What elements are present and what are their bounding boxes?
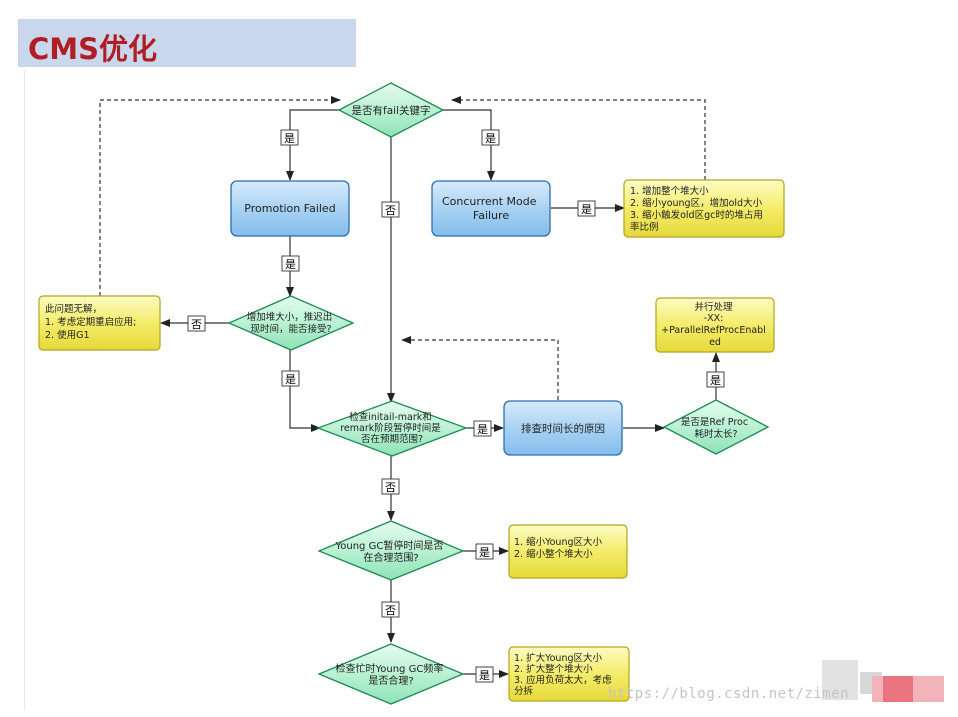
- svg-text:1. 扩大Young区大小 2. 扩大整个堆大小: 1. 扩大Young区大小 2. 扩大整个堆大小 3. 应用负荷太大，考虑 分拆: [514, 652, 615, 697]
- edge-note-loop: [451, 96, 706, 180]
- svg-text:1. 增加整个堆大小 2. 缩小young区，增: 1. 增加整个堆大小 2. 缩小young区，增加old大小 3. 缩小触发ol…: [630, 185, 766, 233]
- node-note-parallel: 并行处理 -XX: +ParallelRefProcEnabl ed: [655, 297, 775, 353]
- svg-text:Promotion Failed: Promotion Failed: [244, 202, 335, 215]
- label-no-3: 否: [381, 478, 400, 495]
- node-promotion-failed: Promotion Failed: [230, 180, 350, 237]
- label-yes-1: 是: [280, 129, 299, 146]
- svg-text:并行处理 -XX: +Paralle: 并行处理 -XX: +ParallelRefProcEnabl ed: [661, 301, 769, 348]
- svg-text:此问题无解， 1. 考虑定期重启应用;: 此问题无解， 1. 考虑定期重启应用; 2. 使用G1: [45, 303, 139, 341]
- svg-text:Concurrent Mode Failure: Concurrent Mode Failure: [442, 195, 540, 222]
- edge-fail-to-concurrent: [439, 109, 495, 181]
- left-rule: [24, 70, 25, 710]
- page-title: CMS优化: [28, 32, 158, 66]
- svg-text:否: 否: [385, 481, 396, 494]
- svg-text:是: 是: [285, 258, 296, 271]
- svg-text:是: 是: [284, 132, 295, 145]
- svg-text:是: 是: [485, 132, 496, 145]
- node-note-young-pause: 1. 缩小Young区大小 2. 缩小整个堆大小: [508, 524, 628, 579]
- svg-text:是否是Ref Proc 耗时太长?: 是否是Ref Proc 耗时太长?: [681, 417, 751, 440]
- node-q-young-freq: 检查忙时Young GC频率 是否合理?: [317, 643, 465, 705]
- svg-text:是否有fail关键字: 是否有fail关键字: [352, 104, 431, 117]
- label-no-2: 否: [187, 315, 206, 332]
- svg-text:是: 是: [710, 374, 721, 387]
- svg-text:是: 是: [581, 203, 592, 216]
- node-q-young-pause: Young GC暂停时间是否 在合理范围?: [317, 520, 465, 581]
- node-q-increase-heap: 增加堆大小，推迟出 现时间，能否接受?: [227, 295, 355, 351]
- svg-text:是: 是: [477, 423, 488, 436]
- label-yes-9: 是: [475, 666, 494, 683]
- svg-text:检查initail-mark和 remark阶段: 检查initail-mark和 remark阶段暂停时间是 否在预期范围?: [340, 411, 444, 445]
- svg-text:否: 否: [385, 204, 396, 217]
- label-yes-4: 是: [281, 255, 300, 272]
- svg-text:是: 是: [479, 546, 490, 559]
- watermark-blob-1: [822, 660, 858, 700]
- svg-text:Young GC暂停时间是否 在合理范围?: Young GC暂停时间是否 在合理范围?: [334, 539, 446, 564]
- label-yes-6: 是: [706, 371, 725, 388]
- edge-fail-to-promotion: [286, 109, 343, 181]
- svg-text:1. 缩小Young区大小 2. 缩小整个堆大小: 1. 缩小Young区大小 2. 缩小整个堆大小: [514, 536, 605, 560]
- label-yes-5: 是: [281, 370, 300, 387]
- svg-text:是: 是: [479, 669, 490, 682]
- node-note-unsolvable: 此问题无解， 1. 考虑定期重启应用; 2. 使用G1: [38, 295, 161, 351]
- label-yes-7: 是: [473, 420, 492, 437]
- label-no-1: 否: [381, 201, 400, 218]
- svg-text:是: 是: [285, 373, 296, 386]
- svg-text:排查时间长的原因: 排查时间长的原因: [521, 422, 605, 435]
- node-investigate: 排查时间长的原因: [503, 400, 623, 456]
- title-banner: CMS优化: [18, 19, 356, 67]
- watermark-blob-4: [883, 676, 913, 702]
- node-q-remark: 检查initail-mark和 remark阶段暂停时间是 否在预期范围?: [316, 400, 468, 457]
- svg-text:增加堆大小，推迟出 现时间，能否接受?: 增加堆大小，推迟出 现时间，能否接受?: [247, 311, 336, 335]
- edge-label-group: 是 是 否 是 是 否 是 是 是 否 是 否 是: [187, 129, 725, 683]
- svg-text:否: 否: [385, 604, 396, 617]
- node-q-fail: 是否有fail关键字: [337, 82, 445, 138]
- edge-investigate-loop: [401, 336, 559, 400]
- label-yes-2: 是: [481, 129, 500, 146]
- watermark-text: https://blog.csdn.net/zimen: [608, 686, 850, 702]
- node-concurrent-failure: Concurrent Mode Failure: [431, 180, 551, 237]
- edge-increase-to-remark: [289, 350, 321, 432]
- label-yes-3: 是: [577, 200, 596, 217]
- node-note-young-freq: 1. 扩大Young区大小 2. 扩大整个堆大小 3. 应用负荷太大，考虑 分拆: [508, 646, 630, 702]
- edge-unsolvable-loop: [99, 96, 341, 296]
- node-note-concurrent: 1. 增加整个堆大小 2. 缩小young区，增加old大小 3. 缩小触发ol…: [623, 179, 785, 238]
- svg-text:否: 否: [191, 318, 202, 331]
- svg-text:检查忙时Young GC频率 是否合理?: 检查忙时Young GC频率 是否合理?: [335, 662, 446, 687]
- node-q-ref-proc: 是否是Ref Proc 耗时太长?: [662, 399, 770, 455]
- label-yes-8: 是: [475, 543, 494, 560]
- dashed-edges: [99, 96, 706, 400]
- label-no-4: 否: [381, 601, 400, 618]
